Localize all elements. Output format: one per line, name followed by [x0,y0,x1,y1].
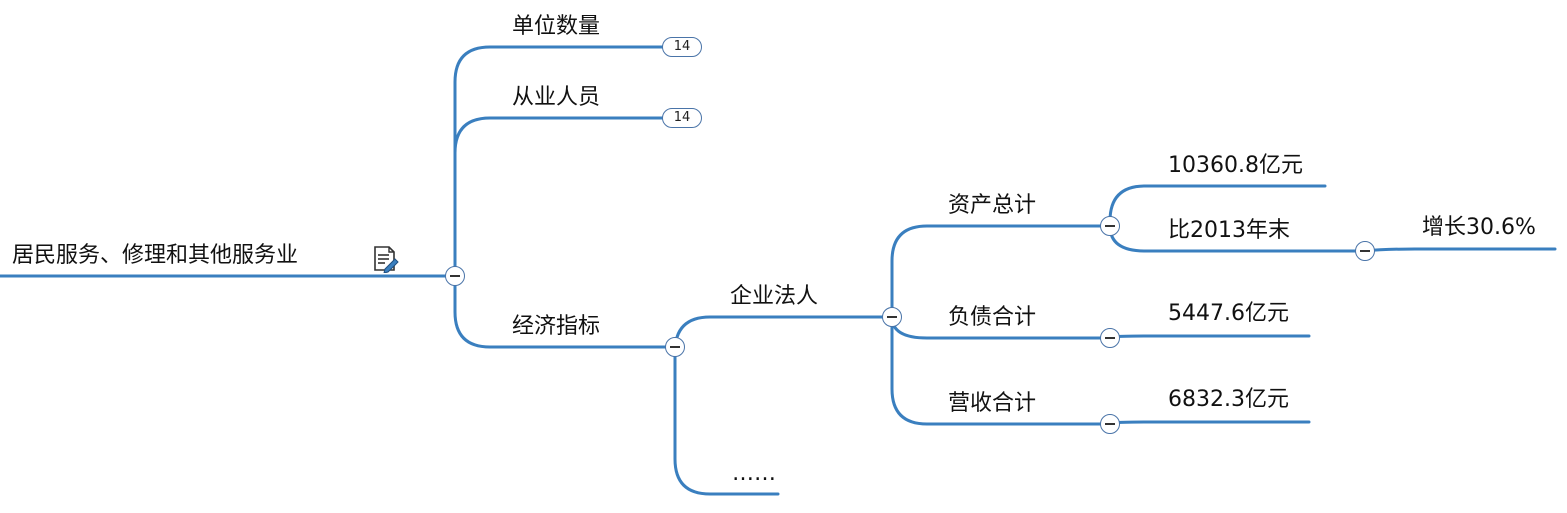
topic-economic-indicators-label[interactable]: 经济指标 [512,314,601,339]
root-topic-label[interactable]: 居民服务、修理和其他服务业 [12,243,299,268]
edge-liabilities-value [1108,334,1311,340]
edge-economic-indicators [453,274,677,349]
enterprise-legal-collapse-toggle[interactable] [882,307,902,327]
edge-growth [1363,247,1557,253]
topic-growth-label[interactable]: 增长30.6% [1422,215,1536,240]
root-collapse-toggle[interactable] [445,266,465,286]
employees-collapsed-badge[interactable]: 14 [662,108,702,128]
topic-employees-label[interactable]: 从业人员 [512,85,601,110]
assets-compare-collapse-toggle[interactable] [1355,241,1375,261]
total-revenue-collapse-toggle[interactable] [1100,414,1120,434]
topic-total-revenue-label[interactable]: 营收合计 [948,391,1037,416]
total-liabilities-collapse-toggle[interactable] [1100,328,1120,348]
topic-assets-compare-label[interactable]: 比2013年末 [1168,218,1290,243]
note-icon[interactable] [372,245,400,273]
topic-more-label[interactable]: …… [732,461,776,486]
edge-employees [453,116,664,278]
unit-count-collapsed-badge[interactable]: 14 [662,37,702,57]
edge-more [673,345,780,496]
topic-assets-value-label[interactable]: 10360.8亿元 [1168,153,1303,178]
economic-indicators-collapse-toggle[interactable] [665,337,685,357]
topic-total-assets-label[interactable]: 资产总计 [948,193,1037,218]
edge-total-assets [890,224,1112,319]
topic-liabilities-value-label[interactable]: 5447.6亿元 [1168,301,1289,326]
total-assets-collapse-toggle[interactable] [1100,216,1120,236]
topic-total-liabilities-label[interactable]: 负债合计 [948,305,1037,330]
edge-total-revenue [890,315,1112,426]
topic-unit-count-label[interactable]: 单位数量 [512,14,601,39]
edge-unit-count [453,45,664,278]
edge-revenue-value [1108,420,1311,426]
topic-revenue-value-label[interactable]: 6832.3亿元 [1168,387,1289,412]
topic-enterprise-legal-label[interactable]: 企业法人 [730,284,819,309]
edge-enterprise-legal [673,315,894,353]
